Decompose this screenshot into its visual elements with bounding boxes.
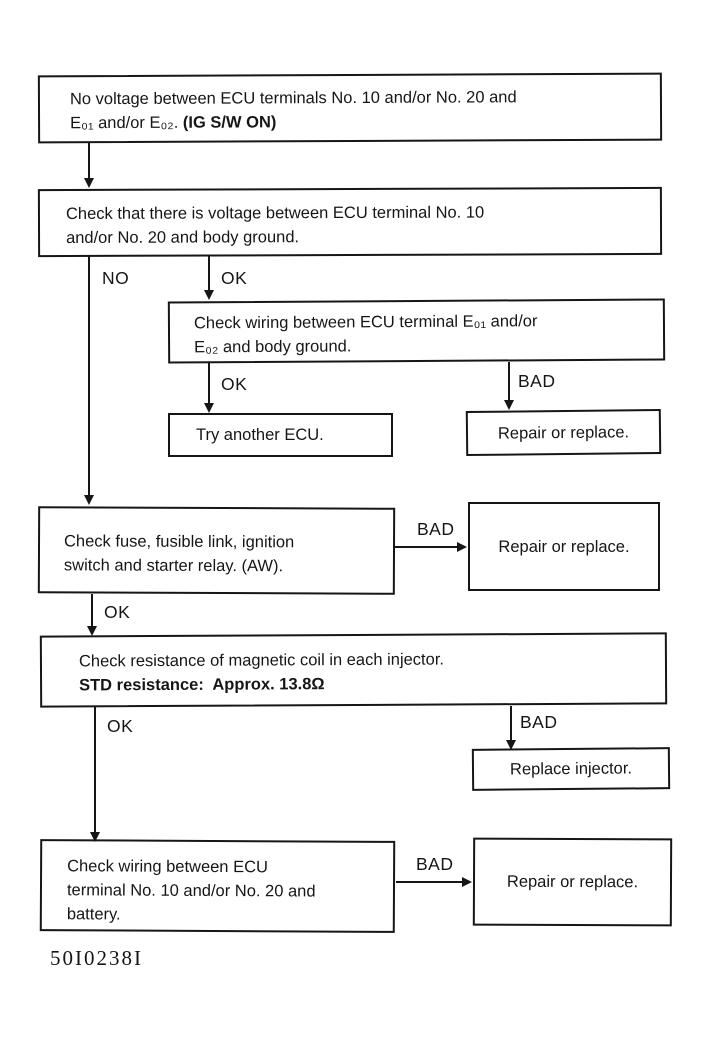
connector-start-to-check-voltage [88, 142, 90, 180]
node-check-wiring-battery-line3: battery. [66, 905, 121, 924]
node-check-wiring-ground: Check wiring between ECU terminal E₀₁ an… [167, 298, 666, 364]
node-repair-3: Repair or replace. [472, 837, 673, 927]
branch-label-ok-3: OK [104, 602, 131, 622]
node-check-wiring-battery-line2: terminal No. 10 and/or No. 20 and [66, 881, 316, 901]
branch-label-bad-4: BAD [416, 854, 454, 874]
arrowhead-down-icon [506, 740, 516, 750]
arrowhead-down-icon [84, 495, 94, 505]
node-check-wiring-battery: Check wiring between ECU terminal No. 10… [39, 839, 396, 933]
node-check-voltage-line2: and/or No. 20 and body ground. [66, 228, 300, 247]
node-check-voltage: Check that there is voltage between ECU … [37, 186, 663, 258]
arrowhead-down-icon [90, 832, 100, 842]
node-check-wiring-ground-line2: E₀₂ and body ground. [194, 337, 352, 357]
node-check-voltage-line1: Check that there is voltage between ECU … [65, 203, 485, 223]
branch-label-no: NO [102, 268, 130, 288]
node-check-wiring-battery-line1: Check wiring between ECU [67, 857, 268, 877]
node-repair-2: Repair or replace. [468, 502, 660, 591]
connector-bad-to-repair-2 [394, 546, 458, 548]
node-try-ecu: Try another ECU. [168, 413, 393, 457]
node-replace-injector-text: Replace injector. [509, 759, 633, 779]
arrowhead-right-icon [457, 542, 467, 552]
arrowhead-down-icon [87, 626, 97, 636]
connector-ok-to-try-ecu [208, 362, 210, 405]
node-replace-injector: Replace injector. [471, 747, 671, 791]
node-repair-1-text: Repair or replace. [497, 422, 630, 443]
node-check-fuse-line2: switch and starter relay. (AW). [63, 556, 284, 576]
figure-code: 50I0238I [50, 946, 143, 970]
node-repair-1: Repair or replace. [465, 408, 662, 457]
connector-bad-to-repair-1 [508, 362, 510, 402]
node-try-ecu-text: Try another ECU. [196, 426, 324, 444]
node-check-resistance-line1: Check resistance of magnetic coil in eac… [78, 650, 445, 671]
node-start-line2-bold: (IG S/W ON) [182, 113, 277, 132]
connector-ok-to-check-wiring-battery [94, 706, 96, 834]
connector-bad-to-repair-3 [396, 881, 464, 883]
arrowhead-down-icon [84, 178, 94, 188]
node-check-fuse-line1: Check fuse, fusible link, ignition [63, 532, 295, 552]
node-repair-2-text: Repair or replace. [498, 537, 630, 556]
node-repair-3-text: Repair or replace. [506, 872, 639, 892]
arrowhead-down-icon [204, 290, 214, 300]
connector-ok-to-check-wiring-ground [208, 256, 210, 292]
node-check-wiring-ground-line1: Check wiring between ECU terminal E₀₁ an… [193, 312, 538, 333]
node-start-line2-normal: E₀₁ and/or E₀₂. [70, 113, 183, 133]
node-check-fuse: Check fuse, fusible link, ignition switc… [37, 506, 396, 595]
arrowhead-down-icon [204, 403, 214, 413]
arrowhead-down-icon [504, 400, 514, 410]
arrowhead-right-icon [462, 877, 472, 887]
node-check-resistance: Check resistance of magnetic coil in eac… [39, 632, 668, 708]
node-start: No voltage between ECU terminals No. 10 … [37, 72, 663, 144]
node-check-resistance-line2: STD resistance: Approx. 13.8Ω [79, 675, 325, 695]
node-start-line2: E₀₁ and/or E₀₂. (IG S/W ON) [70, 109, 650, 136]
branch-label-ok-2: OK [221, 374, 248, 394]
branch-label-ok-1: OK [221, 268, 248, 288]
branch-label-bad-3: BAD [520, 712, 558, 732]
branch-label-bad-2: BAD [417, 519, 455, 539]
branch-label-bad-1: BAD [518, 371, 556, 391]
branch-label-ok-4: OK [107, 716, 134, 736]
connector-ok-to-check-resistance [91, 594, 93, 628]
connector-no-to-check-fuse [88, 256, 90, 497]
connector-bad-to-replace-injector [510, 706, 512, 742]
node-start-line1: No voltage between ECU terminals No. 10 … [69, 88, 517, 109]
